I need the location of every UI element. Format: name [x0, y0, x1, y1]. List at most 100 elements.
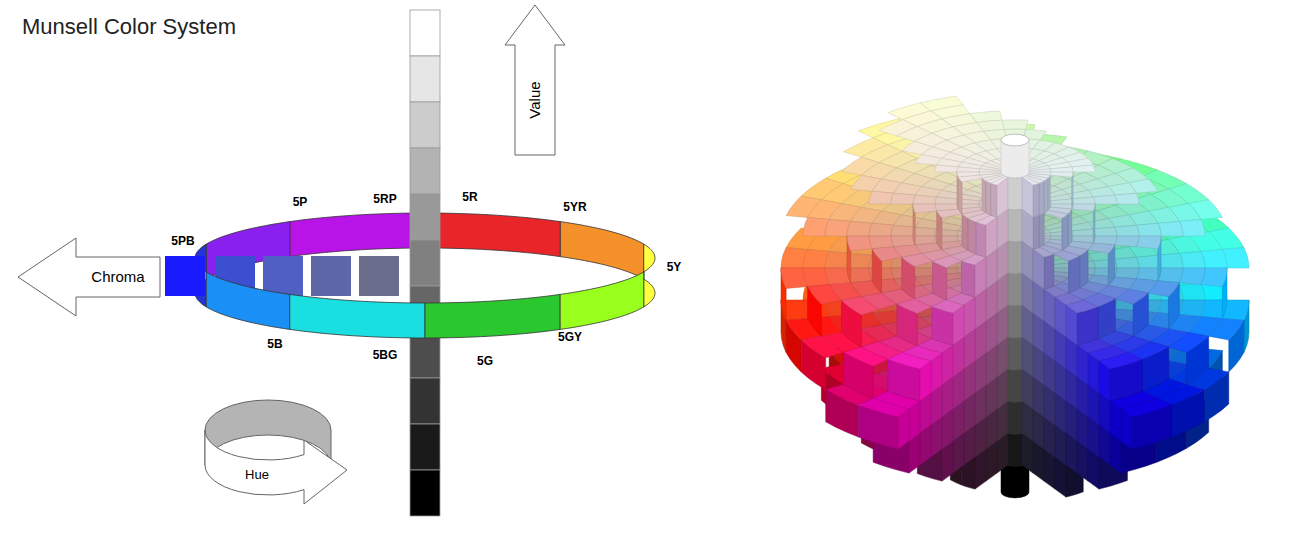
- value-step: [410, 102, 440, 148]
- solid-block-top: [1136, 268, 1161, 281]
- hue-segment: [560, 272, 644, 330]
- solid-block-side: [1072, 172, 1073, 209]
- chroma-samples: [165, 256, 399, 296]
- solid-block-top: [1115, 193, 1139, 204]
- solid-block-side: [1062, 214, 1068, 250]
- solid-block-top: [872, 247, 902, 261]
- solid-block-top: [932, 300, 964, 313]
- solid-block-top: [897, 299, 932, 314]
- solid-block-top: [991, 176, 1008, 185]
- hue-label: 5R: [462, 191, 477, 205]
- solid-block-top: [913, 227, 937, 236]
- solid-block-top: [1050, 167, 1073, 172]
- arrow-outline: [505, 5, 565, 155]
- solid-block-top: [913, 204, 937, 213]
- solid-block-top: [803, 268, 829, 287]
- solid-block-top: [1066, 300, 1098, 313]
- solid-block-top: [843, 347, 887, 366]
- solid-block-top: [1179, 283, 1205, 300]
- solid-block-top: [913, 195, 937, 204]
- solid-block-top: [1136, 236, 1161, 249]
- hue-label: 5B: [267, 338, 282, 352]
- solid-block-top: [1072, 229, 1095, 236]
- solid-block-top: [869, 223, 894, 236]
- chroma-square: [311, 256, 351, 296]
- value-arrow: Value: [505, 5, 565, 155]
- solid-block-top: [1044, 210, 1068, 218]
- solid-block-top: [932, 256, 961, 268]
- hue-label: 5Y: [667, 261, 682, 275]
- arrow-label: Chroma: [91, 268, 144, 285]
- solid-block-top: [825, 219, 851, 236]
- hue-segment: [290, 213, 425, 257]
- solid-block-top: [888, 352, 931, 369]
- arrow-outline: [195, 378, 355, 518]
- solid-block-top: [1050, 172, 1073, 177]
- solid-block-side: [991, 183, 997, 217]
- solid-block-top: [1115, 236, 1139, 247]
- solid-block-top: [935, 165, 958, 172]
- solid-block-top: [1158, 268, 1183, 283]
- solid-block-top: [937, 209, 962, 218]
- solid-block-top: [1054, 250, 1080, 261]
- solid-block-top: [1115, 257, 1139, 268]
- solid-block-top: [891, 193, 915, 204]
- solid-block-top: [1072, 197, 1095, 204]
- solid-block-side: [1048, 175, 1050, 210]
- solid-block-top: [1072, 165, 1095, 172]
- hue-label: 5BG: [373, 349, 398, 363]
- hue-arrow: Hue: [195, 378, 355, 518]
- hue-segment: [425, 213, 560, 257]
- solid-block-top: [1179, 251, 1205, 268]
- solid-block-top: [1121, 398, 1172, 417]
- hue-segment: [290, 294, 425, 338]
- hue-label: 5RP: [373, 193, 396, 207]
- solid-block-top: [1093, 195, 1117, 204]
- hue-label: 5PB: [171, 235, 194, 249]
- solid-block-top: [1158, 253, 1183, 268]
- solid-block-top: [1072, 204, 1095, 211]
- munsell-color-solid: [781, 96, 1249, 498]
- solid-block-top: [1148, 281, 1179, 297]
- solid-block-side: [1044, 254, 1054, 289]
- solid-block-top: [1002, 120, 1028, 129]
- solid-block-top: [957, 167, 980, 172]
- value-step: [410, 194, 440, 240]
- solid-block-top: [841, 297, 879, 315]
- value-step: [410, 378, 440, 424]
- hue-ring-front: [206, 272, 643, 338]
- solid-block-top: [1136, 223, 1161, 236]
- arrow-shape: [18, 238, 160, 316]
- value-axis-top: [1001, 134, 1029, 146]
- chroma-arrow: Chroma: [18, 238, 160, 316]
- solid-block-top: [1201, 268, 1227, 287]
- solid-block-top: [1033, 247, 1054, 257]
- hue-label: 5GY: [558, 331, 582, 345]
- solid-block-top: [1169, 332, 1209, 352]
- solid-block-top: [869, 236, 894, 249]
- solid-block-side: [1033, 215, 1039, 249]
- solid-block-top: [1088, 243, 1115, 253]
- hue-label: 5P: [293, 196, 308, 210]
- solid-block-top: [1029, 169, 1051, 172]
- solid-block-side: [1033, 183, 1039, 217]
- solid-block-side: [1044, 178, 1048, 213]
- solid-block-top: [902, 253, 933, 266]
- solid-block-top: [1179, 300, 1205, 317]
- solid-block-side: [976, 222, 986, 257]
- value-step: [410, 56, 440, 102]
- solid-block-side: [1080, 250, 1088, 288]
- solid-block-side: [968, 218, 976, 254]
- chroma-square: [263, 256, 303, 296]
- solid-block-top: [801, 336, 843, 358]
- value-step: [410, 332, 440, 378]
- solid-block-side: [1039, 181, 1044, 215]
- solid-block-top: [781, 268, 808, 288]
- solid-block-top: [1050, 199, 1073, 204]
- solid-block-top: [858, 398, 909, 417]
- solid-block-top: [1022, 176, 1039, 185]
- solid-block-top: [1115, 225, 1139, 236]
- solid-block-top: [976, 215, 997, 225]
- solid-block-top: [1099, 352, 1142, 369]
- chroma-square: [359, 256, 399, 296]
